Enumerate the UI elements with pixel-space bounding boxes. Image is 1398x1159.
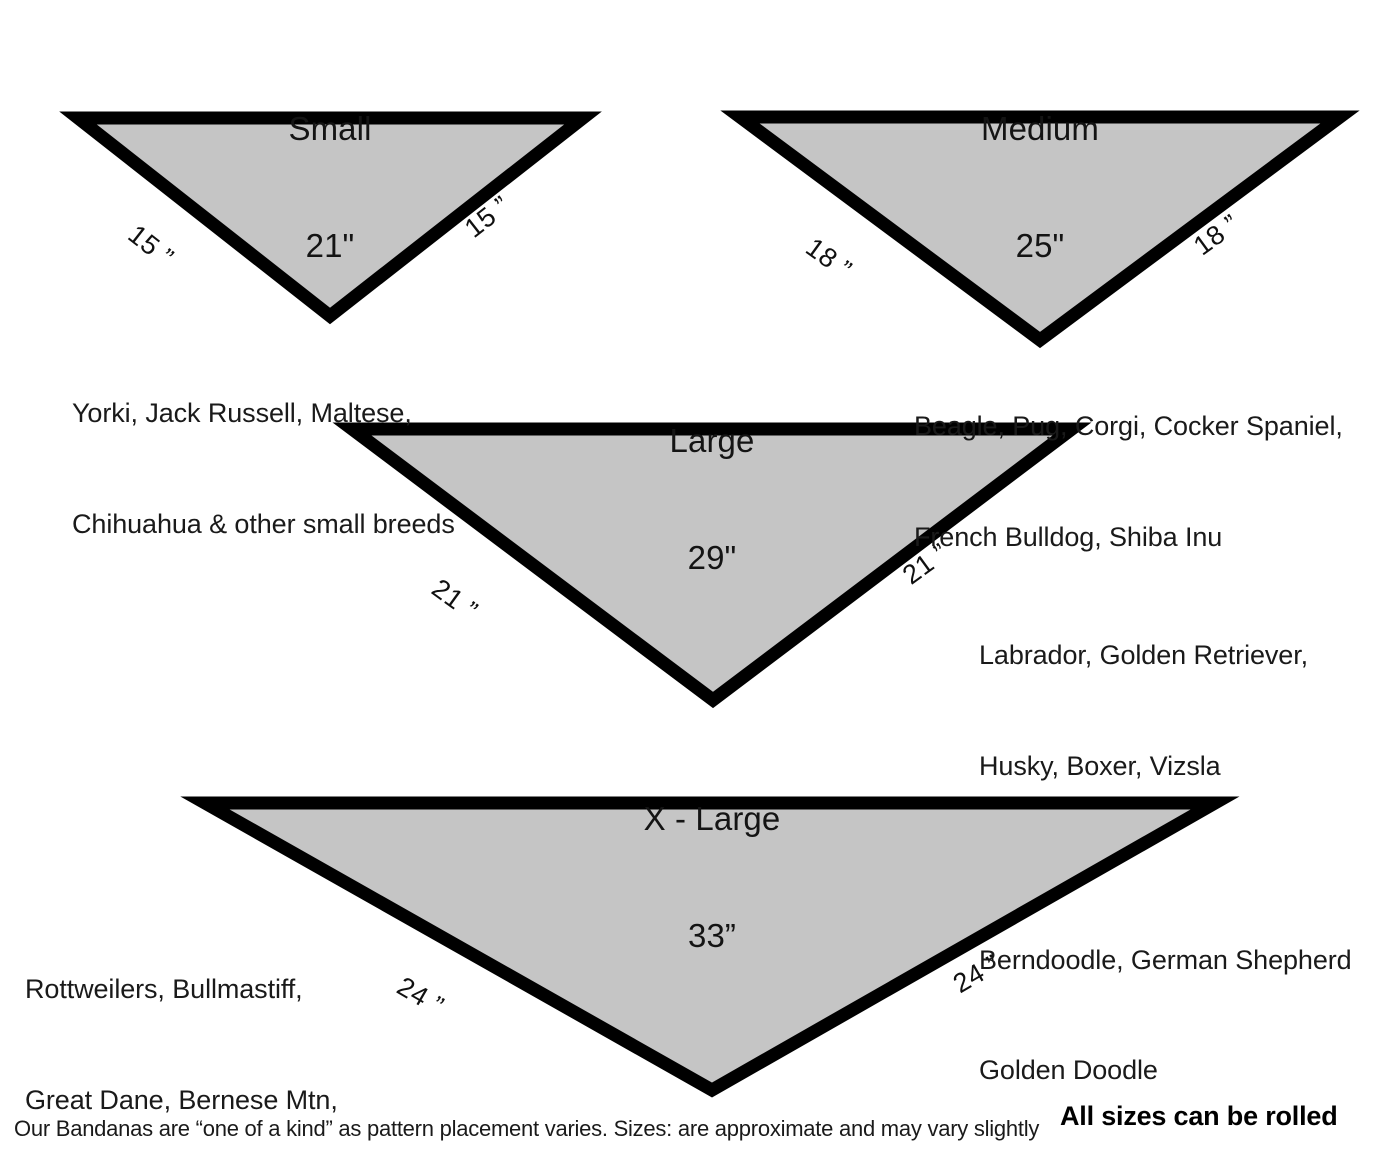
size-width-medium: 25" bbox=[1015, 226, 1065, 264]
dimension-medium-right: 18 ” bbox=[1188, 208, 1245, 262]
breeds-large-line-4: Golden Doodle bbox=[979, 1055, 1158, 1086]
breeds-large: Labrador, Golden Retriever, Husky, Boxer… bbox=[979, 564, 1352, 1159]
breeds-small: Yorki, Jack Russell, Maltese, Chihuahua … bbox=[72, 322, 455, 616]
size-title-xlarge: X - Large 33” bbox=[562, 722, 862, 1034]
breeds-large-line-3: Berndoodle, German Shepherd bbox=[979, 945, 1352, 976]
size-name-large: Large bbox=[669, 421, 755, 459]
size-name-small: Small bbox=[288, 109, 372, 147]
breeds-medium: Beagle, Pug, Corgi, Cocker Spaniel, Fren… bbox=[914, 335, 1343, 629]
dimension-small-left: 15 ” bbox=[122, 219, 180, 273]
breeds-small-line-2: Chihuahua & other small breeds bbox=[72, 508, 455, 539]
size-width-xlarge: 33” bbox=[688, 916, 736, 954]
size-title-large: Large 29" bbox=[562, 344, 862, 656]
breeds-small-line-1: Yorki, Jack Russell, Maltese, bbox=[72, 398, 412, 429]
dimension-xlarge-left: 24 ” bbox=[392, 971, 450, 1022]
size-title-medium: Medium 25" bbox=[890, 32, 1190, 344]
breeds-large-line-2: Husky, Boxer, Vizsla bbox=[979, 750, 1221, 781]
breeds-xlarge: Rottweilers, Bullmastiff, Great Dane, Be… bbox=[25, 898, 338, 1159]
breeds-xlarge-line-1: Rottweilers, Bullmastiff, bbox=[25, 974, 303, 1005]
breeds-medium-line-2: French Bulldog, Shiba Inu bbox=[914, 521, 1223, 552]
dimension-medium-left: 18 ” bbox=[800, 232, 858, 285]
size-width-large: 29" bbox=[687, 538, 737, 576]
breeds-large-line-1: Labrador, Golden Retriever, bbox=[979, 640, 1308, 671]
breeds-medium-line-1: Beagle, Pug, Corgi, Cocker Spaniel, bbox=[914, 411, 1343, 442]
breeds-xlarge-line-2: Great Dane, Bernese Mtn, bbox=[25, 1084, 338, 1115]
rolled-down-note-line-1: All sizes can be rolled bbox=[1060, 1100, 1338, 1131]
size-title-small: Small 21" bbox=[180, 32, 480, 344]
size-width-small: 21" bbox=[305, 226, 355, 264]
size-name-medium: Medium bbox=[981, 109, 1099, 147]
disclaimer-text: Our Bandanas are “one of a kind” as patt… bbox=[14, 1116, 1040, 1141]
breeds-large-gap bbox=[979, 858, 1352, 869]
rolled-down-note: All sizes can be rolled down to fit smal… bbox=[1060, 1019, 1338, 1159]
size-name-xlarge: X - Large bbox=[643, 799, 781, 837]
